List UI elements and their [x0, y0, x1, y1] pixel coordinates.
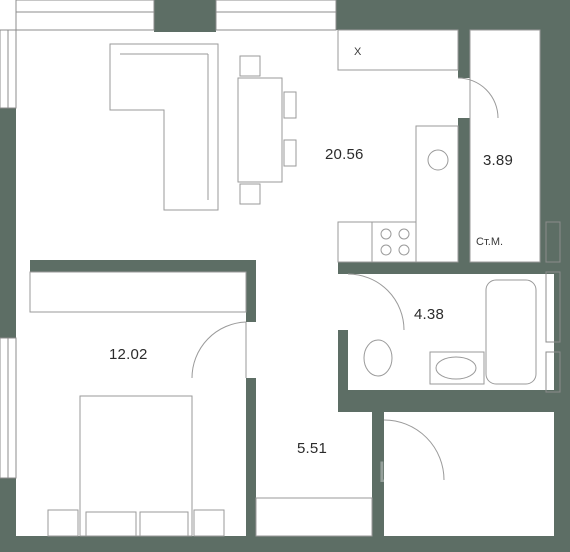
windows	[0, 0, 561, 479]
wall-bath-top	[338, 262, 554, 274]
wall-storage-left	[458, 30, 470, 78]
window-right-3	[545, 351, 561, 393]
chair-2	[239, 183, 261, 205]
hall-shelf	[255, 497, 373, 537]
wall-corner-block	[384, 412, 554, 536]
wardrobe-bedroom	[29, 271, 247, 313]
window-right-1	[545, 221, 561, 263]
wall-bath-left	[338, 330, 348, 408]
bathtub	[485, 279, 537, 385]
wall-column-top	[154, 0, 216, 32]
wall-top-right	[336, 0, 570, 30]
chair-1	[239, 55, 261, 77]
wall-bedroom-right-lower	[246, 378, 256, 540]
watermark-logo: ЦИАН	[378, 456, 468, 489]
burner-1	[380, 228, 392, 240]
window-top-left	[15, 0, 155, 31]
ventilation-mark: X	[354, 46, 362, 58]
door-entrance	[383, 419, 445, 481]
nightstand-right	[193, 509, 225, 537]
burner-4	[398, 244, 410, 256]
window-right-2	[545, 271, 561, 343]
wall-hall-right	[372, 408, 384, 536]
bath-vanity	[429, 351, 485, 385]
storage-box	[469, 29, 541, 263]
burner-3	[380, 244, 392, 256]
area-living-kitchen: 20.56	[325, 146, 364, 163]
toilet	[363, 339, 393, 377]
wall-left-pier	[0, 108, 16, 338]
wall-bath-bottom	[338, 390, 554, 412]
door-storage	[457, 77, 499, 119]
kitchen-counter-side	[415, 125, 459, 263]
nightstand-left	[47, 509, 79, 537]
wall-bedroom-right-upper	[246, 260, 256, 322]
chair-3	[283, 91, 297, 119]
storage-tag: Ст.М.	[476, 236, 504, 248]
wall-storage-left-2	[458, 118, 470, 262]
window-top-mid	[215, 0, 337, 31]
washbasin	[435, 356, 477, 380]
door-bedroom	[191, 321, 247, 379]
kitchen-counter-bottom	[337, 221, 417, 263]
sink	[427, 149, 449, 171]
area-storage: 3.89	[483, 152, 513, 169]
pillow-right	[139, 511, 189, 537]
furniture	[85, 43, 477, 537]
room-outlines	[29, 29, 541, 537]
wall-bedroom-top	[30, 260, 252, 272]
kitchen-counter	[337, 29, 459, 71]
burner-2	[398, 228, 410, 240]
wall-left-bottom	[0, 478, 16, 552]
stove	[371, 221, 417, 263]
chair-4	[283, 139, 297, 167]
wall-bottom	[0, 536, 570, 552]
wall-right	[554, 0, 570, 552]
area-bathroom: 4.38	[414, 306, 444, 323]
sofa	[109, 43, 219, 211]
dining-table	[237, 77, 283, 183]
area-hallway: 5.51	[297, 440, 327, 457]
doors	[191, 77, 499, 481]
area-bedroom: 12.02	[109, 346, 148, 363]
door-bath	[347, 273, 405, 331]
pillow-left	[85, 511, 137, 537]
wall-storage-right	[540, 30, 554, 262]
